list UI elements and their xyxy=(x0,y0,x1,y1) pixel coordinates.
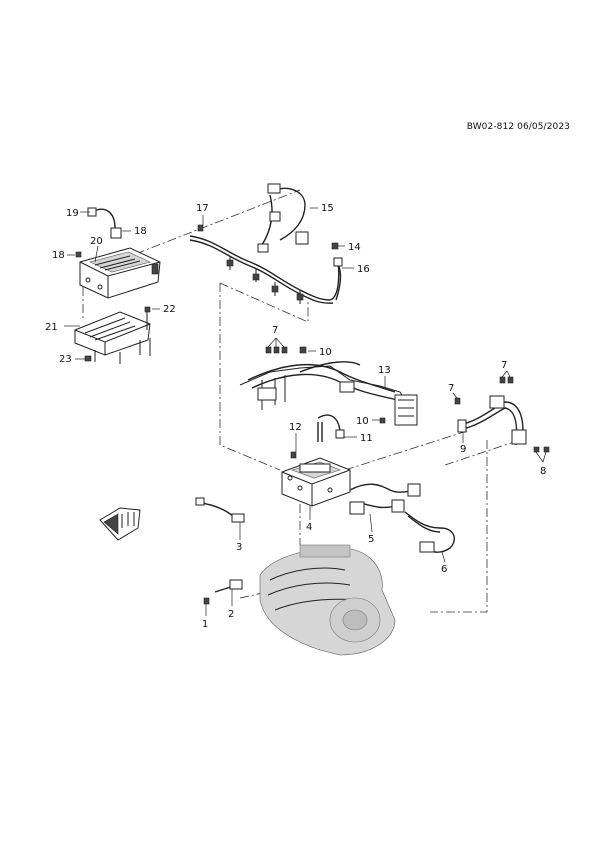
callout-19: 19 xyxy=(66,208,79,219)
callout-12: 12 xyxy=(289,422,302,433)
drive-motor-unit xyxy=(259,544,396,656)
callout-1: 1 xyxy=(202,619,208,630)
callout-7: 7 xyxy=(501,360,507,371)
harness-13[interactable] xyxy=(239,361,418,426)
harness-6[interactable] xyxy=(404,511,456,553)
hose-3[interactable] xyxy=(195,497,245,523)
bolt-1 xyxy=(203,597,210,605)
callout-10: 10 xyxy=(319,347,332,358)
clip-10-upper xyxy=(299,346,307,354)
callout-2: 2 xyxy=(228,609,234,620)
harness-16[interactable] xyxy=(333,257,343,301)
callout-15: 15 xyxy=(321,203,334,214)
callout-8: 8 xyxy=(540,466,546,477)
hose-2[interactable] xyxy=(214,579,243,593)
bolt-17 xyxy=(197,224,204,232)
clips-8 xyxy=(533,446,550,453)
inverter-module-assembly[interactable] xyxy=(79,247,161,299)
callout-17: 17 xyxy=(196,203,209,214)
callout-6: 6 xyxy=(441,564,447,575)
callout-labels: 19 18 18 20 21 22 23 17 15 14 16 7 10 13… xyxy=(45,203,546,630)
junction-module-4[interactable] xyxy=(281,457,351,507)
callout-11: 11 xyxy=(360,433,373,444)
bolt-18 xyxy=(75,251,82,258)
connector-harness-19[interactable] xyxy=(87,207,122,239)
harness-5[interactable] xyxy=(349,483,421,515)
bolts-7-middle xyxy=(265,346,288,354)
callout-13: 13 xyxy=(378,365,391,376)
harness-9[interactable] xyxy=(457,395,527,446)
leader-lines xyxy=(64,207,547,616)
mounting-bracket[interactable] xyxy=(74,311,151,364)
callout-14: 14 xyxy=(348,242,361,253)
bolt-23 xyxy=(84,355,92,362)
callout-4: 4 xyxy=(306,522,312,533)
callout-16: 16 xyxy=(357,264,370,275)
callout-18: 18 xyxy=(134,226,147,237)
callout-7: 7 xyxy=(448,383,454,394)
callout-18: 18 xyxy=(52,250,65,261)
callout-22: 22 xyxy=(163,304,176,315)
clip-14 xyxy=(331,242,339,250)
front-arrow-icon xyxy=(99,507,141,541)
callout-9: 9 xyxy=(460,444,466,455)
bolt-12 xyxy=(290,451,297,459)
bolts-7-right xyxy=(454,376,514,405)
harness-15[interactable] xyxy=(189,183,340,304)
clip-10-lower xyxy=(379,417,386,424)
callout-5: 5 xyxy=(368,534,374,545)
reference-code: BW02-812 06/05/2023 xyxy=(466,122,570,132)
callout-3: 3 xyxy=(236,542,242,553)
callout-7: 7 xyxy=(272,325,278,336)
bolt-22 xyxy=(144,306,151,330)
callout-10: 10 xyxy=(356,416,369,427)
callout-21: 21 xyxy=(45,322,58,333)
callout-20: 20 xyxy=(90,236,103,247)
harness-11[interactable] xyxy=(317,414,345,442)
callout-23: 23 xyxy=(59,354,72,365)
